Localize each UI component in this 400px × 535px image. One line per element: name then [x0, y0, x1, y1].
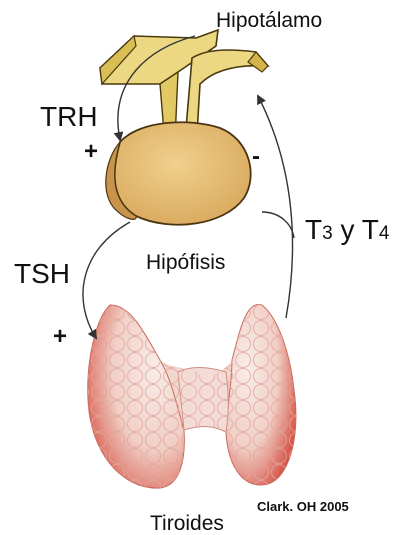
- t3-prefix: T: [305, 214, 322, 245]
- thyroid-shape: [88, 304, 296, 488]
- thyroid-label: Tiroides: [150, 513, 224, 534]
- feedback-arrow: [258, 96, 294, 318]
- feedback-inhibition-sign: -: [252, 145, 260, 169]
- t4-subscript: 4: [379, 223, 390, 244]
- trh-label: TRH: [40, 103, 98, 131]
- t3-t4-label: T3 y T4: [305, 216, 389, 244]
- t4-prefix: T: [362, 214, 379, 245]
- conjunction-text: y: [333, 214, 362, 245]
- tsh-stimulation-sign: +: [53, 325, 67, 349]
- trh-stimulation-sign: +: [84, 140, 98, 164]
- t3-subscript: 3: [322, 223, 333, 244]
- tsh-label: TSH: [14, 260, 70, 288]
- hypothalamus-label: Hipotálamo: [216, 10, 322, 31]
- pituitary-label: Hipófisis: [146, 252, 225, 273]
- pituitary-shape: [106, 122, 251, 224]
- credit-text: Clark. OH 2005: [257, 500, 349, 513]
